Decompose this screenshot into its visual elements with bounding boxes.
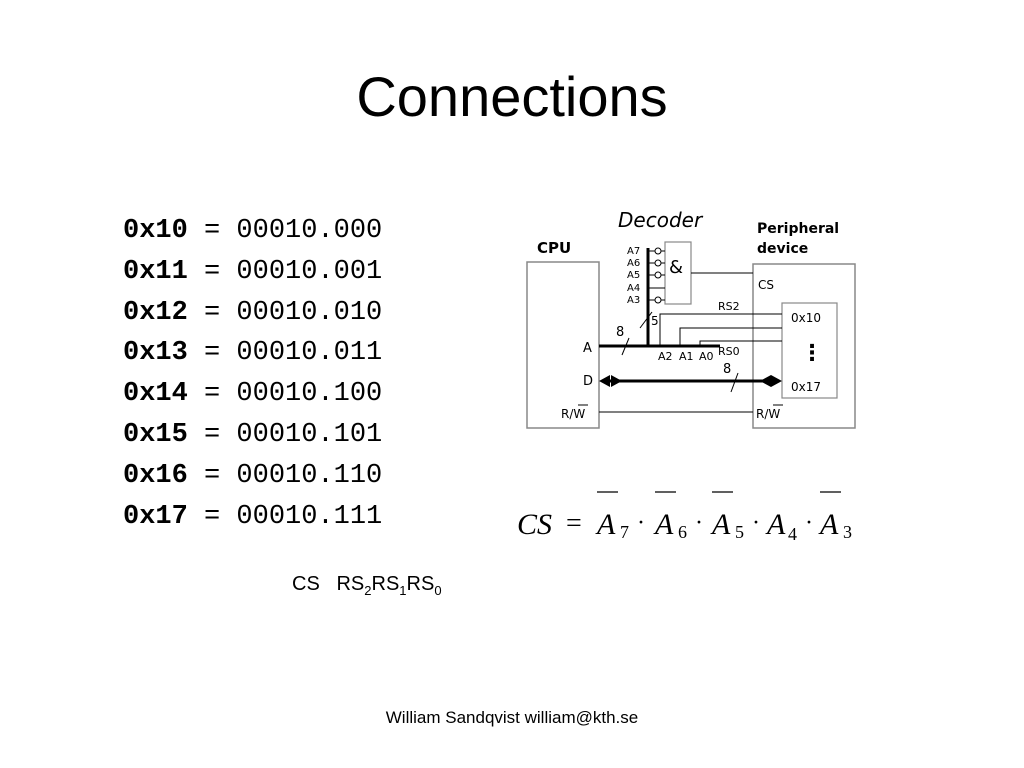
term-a7-sub: 7	[620, 522, 629, 542]
cpu-label: CPU	[537, 239, 571, 257]
peripheral-pin-rw: R/W	[756, 407, 780, 421]
decoder-bus-width: 5	[651, 314, 659, 328]
data-bus-slash	[730, 372, 739, 393]
decoder-input-a7: A7	[627, 246, 640, 257]
peripheral-box	[752, 263, 856, 429]
term-a5-sub: 5	[735, 522, 744, 542]
term-a3-sub: 3	[843, 522, 852, 542]
address-bus-slash	[621, 337, 630, 356]
equation-equals: =	[566, 508, 582, 539]
data-bus-arrow-right	[771, 375, 782, 387]
address-row: 0x15 = 00010.101	[123, 415, 382, 456]
address-equals: =	[187, 216, 237, 246]
address-binary: 00010.100	[236, 379, 383, 410]
term-a7-var: A	[595, 508, 616, 541]
address-equals: =	[187, 460, 237, 491]
address-row: 0x16 = 00010.110	[123, 456, 382, 497]
address-binary: 00010.011	[236, 338, 383, 369]
rs0-subscript: 0	[434, 583, 442, 598]
address-binary: 00010.000	[236, 216, 383, 246]
decoder-input-a3: A3	[627, 295, 640, 306]
rs0-wire-label: RS0	[718, 345, 740, 358]
term-a4-var: A	[765, 508, 786, 541]
peripheral-label-line2: device	[757, 241, 808, 257]
address-table: 0x10 = 00010.000 0x11 = 00010.001 0x12 =…	[123, 211, 382, 537]
footer-author: William Sandqvist william@kth.se	[385, 708, 639, 727]
peripheral-label-line1: Peripheral	[757, 221, 839, 237]
rs2-subscript: 2	[364, 583, 372, 598]
decoder-label: Decoder	[618, 208, 704, 232]
address-hex: 0x13	[123, 338, 188, 369]
register-start: 0x10	[791, 311, 821, 325]
address-hex: 0x12	[123, 297, 188, 328]
address-hex: 0x17	[123, 501, 188, 532]
operator-2: ·	[695, 510, 703, 536]
data-bus-width: 8	[723, 362, 731, 377]
address-row: 0x11 = 00010.001	[123, 252, 382, 293]
low-address-a2: A2	[658, 350, 673, 363]
address-hex: 0x16	[123, 460, 188, 491]
address-hex: 0x10	[123, 216, 188, 246]
data-bus-arrow-right-2	[760, 375, 771, 387]
rs2-field-label: RS	[336, 573, 365, 595]
operator-4: ·	[805, 510, 813, 536]
term-a6-sub: 6	[678, 522, 687, 542]
address-bus-width: 8	[616, 325, 624, 340]
low-address-a1: A1	[679, 350, 694, 363]
chip-select-equation: CS = A 7 · A 6 · A 5 · A 4 · A 3	[517, 491, 852, 544]
address-row: 0x14 = 00010.100	[123, 374, 382, 415]
decoder-input-a6: A6	[627, 258, 640, 269]
term-a5-var: A	[710, 508, 731, 541]
address-equals: =	[187, 297, 237, 328]
address-row: 0x13 = 00010.011	[123, 333, 382, 374]
cpu-pin-a: A	[583, 341, 592, 356]
operator-3: ·	[752, 510, 760, 536]
address-equals: =	[187, 256, 237, 287]
rs2-wire-label: RS2	[718, 300, 740, 313]
address-equals: =	[187, 501, 237, 532]
decoder-input-a4: A4	[627, 283, 640, 294]
register-select-wires	[659, 313, 782, 346]
address-equals: =	[187, 379, 237, 410]
and-gate-symbol: &	[669, 257, 683, 278]
peripheral-pin-cs: CS	[758, 278, 774, 292]
term-a6-var: A	[653, 508, 674, 541]
cpu-pin-rw: R/W	[561, 407, 585, 421]
address-row: 0x12 = 00010.010	[123, 293, 382, 334]
equation-lhs: CS	[517, 508, 552, 541]
cpu-pin-d: D	[583, 374, 593, 389]
rs1-subscript: 1	[399, 583, 407, 598]
cs-field-label: CS	[292, 573, 320, 595]
operator-1: ·	[637, 510, 645, 536]
address-binary: 00010.110	[236, 460, 383, 491]
address-binary: 00010.010	[236, 297, 383, 328]
address-binary: 00010.111	[236, 501, 383, 532]
address-equals: =	[187, 338, 237, 369]
rs1-field-label: RS	[371, 573, 400, 595]
address-row: 0x10 = 00010.000	[123, 211, 382, 252]
register-end: 0x17	[791, 380, 821, 394]
address-equals: =	[187, 419, 237, 450]
address-hex: 0x15	[123, 419, 188, 450]
rs0-field-label: RS	[406, 573, 435, 595]
data-bus-arrow-left	[599, 375, 610, 387]
term-a4-sub: 4	[788, 524, 797, 544]
low-address-a0: A0	[699, 350, 714, 363]
address-binary: 00010.001	[236, 256, 383, 287]
bit-field-label: CS RS2RS1RS0	[292, 573, 442, 598]
term-a3-var: A	[818, 508, 839, 541]
decoder-bus-slash	[639, 311, 653, 329]
address-hex: 0x11	[123, 256, 188, 287]
data-bus-arrow-left-2	[611, 375, 622, 387]
decoder-input-a5: A5	[627, 270, 640, 281]
address-row: 0x17 = 00010.111	[123, 497, 382, 538]
register-dots: ⋮	[801, 341, 823, 366]
address-binary: 00010.101	[236, 419, 383, 450]
address-hex: 0x14	[123, 379, 188, 410]
slide-title: Connections	[356, 65, 668, 128]
decoder-input-wires	[648, 247, 665, 304]
register-block	[781, 302, 838, 399]
